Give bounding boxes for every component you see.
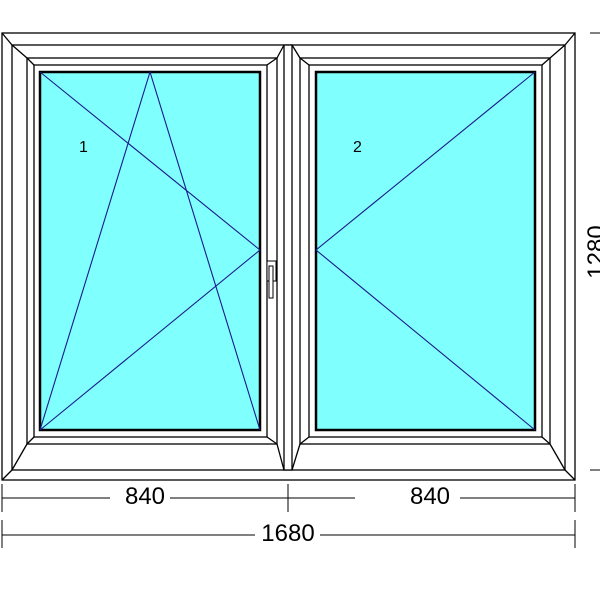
turn-indicator-2 (315, 71, 536, 431)
mullion (283, 44, 293, 471)
dimension-sash-1-width: 840 (125, 483, 165, 510)
glass-1 (38, 70, 262, 432)
tilt-indicator-1 (39, 70, 261, 431)
turn-indicator-1 (39, 71, 261, 431)
dimension-total-height: 1280 (583, 225, 600, 278)
glass-2 (314, 70, 537, 432)
dimension-total-width: 1680 (261, 520, 314, 547)
handle-icon[interactable] (266, 260, 277, 299)
sash-number-1: 1 (79, 139, 88, 156)
sash-number-2: 2 (353, 139, 362, 156)
dimension-sash-2-width: 840 (410, 483, 450, 510)
